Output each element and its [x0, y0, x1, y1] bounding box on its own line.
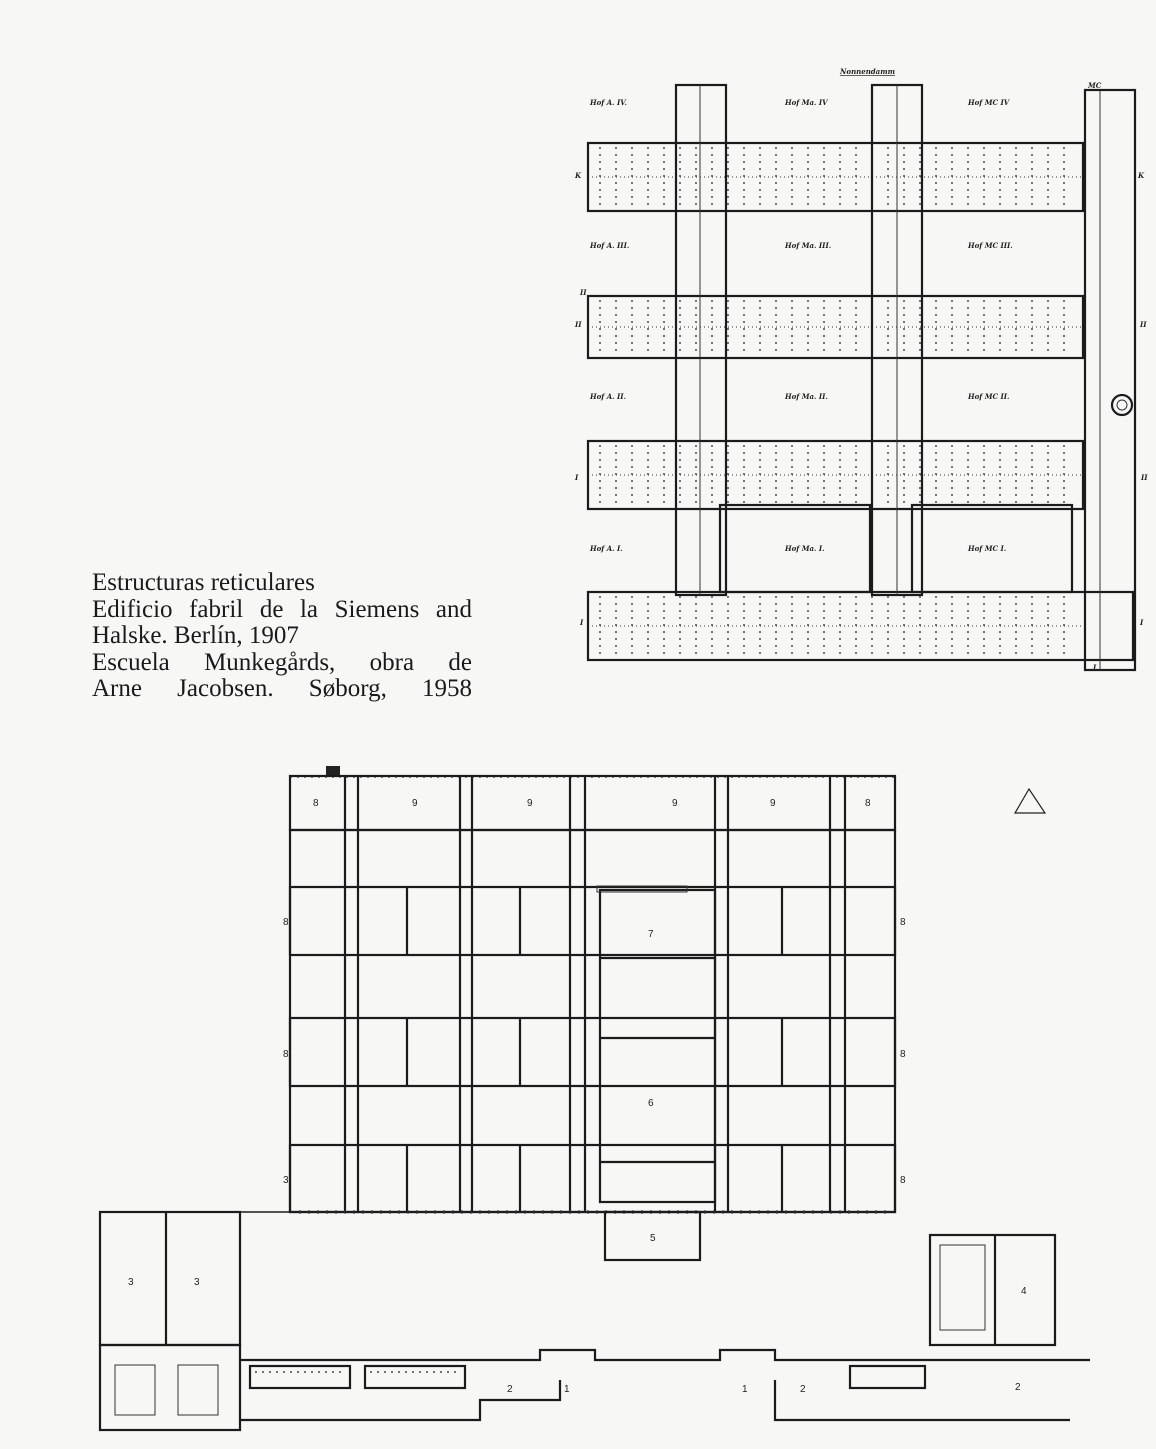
courtyard-label: Hof Ma. II.: [784, 392, 828, 401]
room-number: 8: [900, 917, 906, 928]
room-number: 6: [648, 1098, 654, 1109]
courtyard-label: Hof MC II.: [967, 392, 1009, 401]
wing-label: K: [1137, 171, 1145, 180]
room-number: 8: [900, 1049, 906, 1060]
caption-line: Arne Jacobsen. Søborg, 1958: [92, 675, 472, 702]
courtyard-label: Hof A. II.: [589, 392, 626, 401]
munkegards-school-plan: 8 9 9 9 9 8 8 8 3 8 8 8 7 6 5 3 3 4 2 1 …: [98, 766, 1090, 1432]
street-label: Nonnendamm: [839, 67, 895, 76]
room-number: 9: [412, 798, 418, 809]
room-number: 9: [672, 798, 678, 809]
room-number: 9: [527, 798, 533, 809]
caption-line: Edificio fabril de la Siemens and: [92, 595, 472, 623]
caption-line: Estructuras reticulares: [92, 569, 315, 596]
wing-label: MC: [1087, 81, 1102, 90]
courtyard-label: Hof MC III.: [967, 241, 1013, 250]
room-number: 5: [650, 1233, 656, 1244]
wing-label: II: [1140, 473, 1148, 482]
courtyard-label: Hof Ma. I.: [784, 544, 825, 553]
room-number: 8: [865, 798, 871, 809]
wing-label: II: [1139, 320, 1147, 329]
room-number: 9: [770, 798, 776, 809]
caption-line: Escuela Munkegårds, obra de: [92, 648, 472, 676]
caption-line: Halske. Berlín, 1907: [92, 622, 299, 649]
room-number: 7: [648, 929, 654, 940]
room-number: 1: [564, 1384, 570, 1395]
wing-label: K: [574, 171, 582, 180]
north-arrow-icon: [1013, 787, 1047, 814]
wing-label: I: [579, 618, 584, 627]
room-number: 8: [283, 917, 289, 928]
room-number: 2: [800, 1384, 806, 1395]
wing-label: II: [574, 320, 582, 329]
courtyard-label: Hof A. IV.: [589, 98, 627, 107]
room-number: 8: [283, 1049, 289, 1060]
room-number: 1: [742, 1384, 748, 1395]
courtyard-label: Hof A. I.: [589, 544, 623, 553]
room-number: 3: [128, 1277, 134, 1288]
courtyard-label: Hof MC IV: [967, 98, 1011, 107]
courtyard-label: Hof Ma. IV: [784, 98, 829, 107]
wing-label: II: [579, 288, 587, 297]
courtyard-label: Hof Ma. III.: [784, 241, 831, 250]
room-number: 2: [1015, 1382, 1021, 1393]
room-number: 8: [900, 1175, 906, 1186]
room-number: 3: [283, 1175, 289, 1186]
wing-label: I: [1139, 618, 1144, 627]
siemens-factory-plan: Nonnendamm Hof A. IV. Hof Ma. IV Hof MC IV…: [574, 67, 1148, 672]
room-number: 8: [313, 798, 319, 809]
figure-caption: Estructuras reticulares Edificio fabril …: [92, 569, 472, 703]
courtyard-label: Hof MC I.: [967, 544, 1006, 553]
wing-label: I: [1092, 663, 1097, 672]
room-number: 4: [1021, 1286, 1027, 1297]
room-number: 3: [194, 1277, 200, 1288]
room-number: 2: [507, 1384, 513, 1395]
wing-label: I: [574, 473, 579, 482]
courtyard-label: Hof A. III.: [589, 241, 629, 250]
